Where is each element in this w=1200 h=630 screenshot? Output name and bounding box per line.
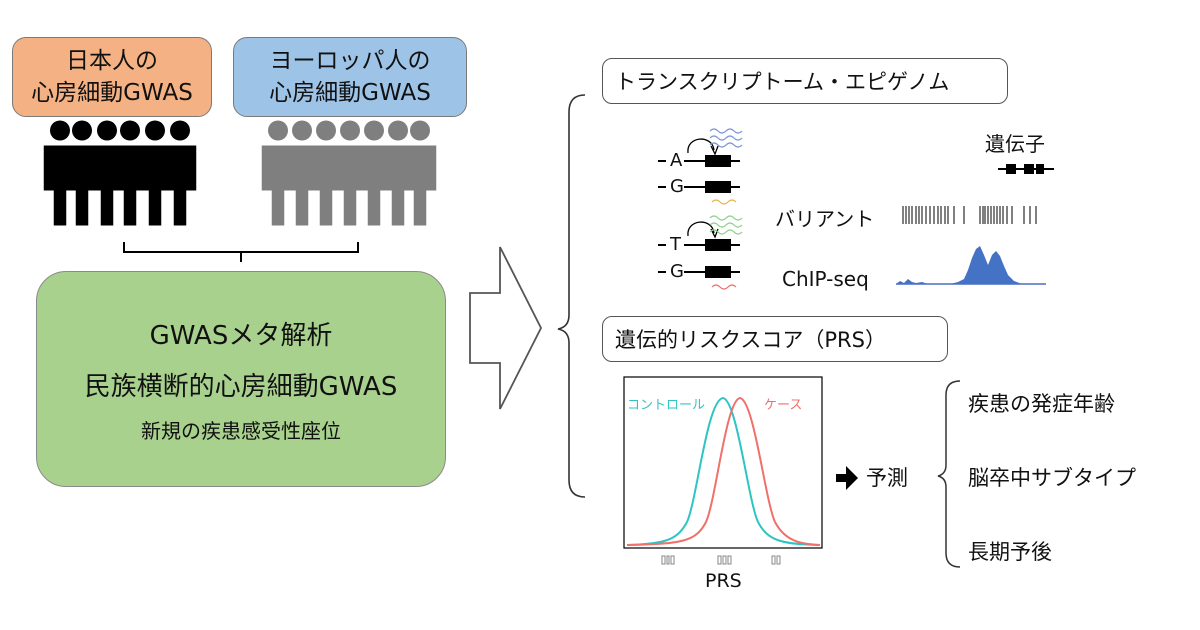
predict-label: 予測 bbox=[866, 466, 908, 490]
big-arrow-icon bbox=[469, 246, 543, 410]
prediction-item-long-term-prognosis: 長期予後 bbox=[968, 540, 1052, 564]
prs-distribution-chart bbox=[623, 376, 823, 565]
allele-2-top: T bbox=[670, 234, 681, 255]
european-people-icon bbox=[261, 120, 437, 226]
gene-label: 遺伝子 bbox=[985, 132, 1045, 156]
gene-model-icon bbox=[998, 164, 1054, 174]
japanese-cohort-line1: 日本人の bbox=[66, 48, 158, 74]
omics-title: トランスクリプトーム・エピゲノム bbox=[615, 70, 950, 94]
chipseq-label: ChIP-seq bbox=[782, 267, 869, 291]
allele-diagram-1 bbox=[658, 128, 743, 205]
chipseq-track bbox=[896, 246, 1046, 285]
allele-diagram-2 bbox=[658, 215, 743, 290]
control-legend-label: コントロール bbox=[627, 398, 706, 413]
prediction-item-stroke-subtype: 脳卒中サブタイプ bbox=[968, 466, 1136, 490]
variant-label: バリアント bbox=[775, 207, 875, 231]
japanese-people-icon bbox=[43, 120, 197, 226]
variant-track bbox=[902, 206, 1037, 224]
european-cohort-line1: ヨーロッパ人の bbox=[269, 48, 431, 74]
person-icon bbox=[163, 120, 197, 226]
japanese-cohort-box: 日本人の 心房細動GWAS bbox=[12, 37, 212, 117]
european-cohort-box: ヨーロッパ人の 心房細動GWAS bbox=[233, 37, 467, 117]
prediction-brace bbox=[937, 380, 961, 568]
prs-title: 遺伝的リスクスコア（PRS） bbox=[615, 328, 886, 352]
novel-loci-label: 新規の疾患感受性座位 bbox=[141, 418, 341, 443]
allele-1-top: A bbox=[670, 150, 683, 171]
meta-analysis-box: GWASメタ解析 民族横断的心房細動GWAS 新規の疾患感受性座位 bbox=[36, 271, 446, 487]
person-icon bbox=[403, 120, 437, 226]
omics-title-box: トランスクリプトーム・エピゲノム bbox=[602, 58, 1008, 104]
allele-2-bottom: G bbox=[670, 261, 684, 282]
european-cohort-line2: 心房細動GWAS bbox=[269, 80, 431, 106]
predict-arrow-icon bbox=[836, 466, 858, 490]
control-distribution-curve bbox=[626, 396, 819, 546]
case-distribution-curve bbox=[626, 396, 821, 546]
allele-1-bottom: G bbox=[670, 176, 684, 197]
meta-analysis-title: GWASメタ解析 bbox=[149, 320, 333, 351]
cohort-bracket bbox=[123, 242, 359, 262]
prediction-item-onset-age: 疾患の発症年齢 bbox=[968, 392, 1115, 416]
trans-ethnic-gwas-label: 民族横断的心房細動GWAS bbox=[84, 371, 398, 402]
prs-axis-ticks bbox=[661, 555, 781, 565]
case-legend-label: ケース bbox=[764, 398, 803, 413]
main-brace bbox=[557, 94, 586, 498]
prs-axis-label: PRS bbox=[705, 570, 742, 592]
prs-title-box: 遺伝的リスクスコア（PRS） bbox=[602, 316, 948, 362]
japanese-cohort-line2: 心房細動GWAS bbox=[31, 80, 193, 106]
